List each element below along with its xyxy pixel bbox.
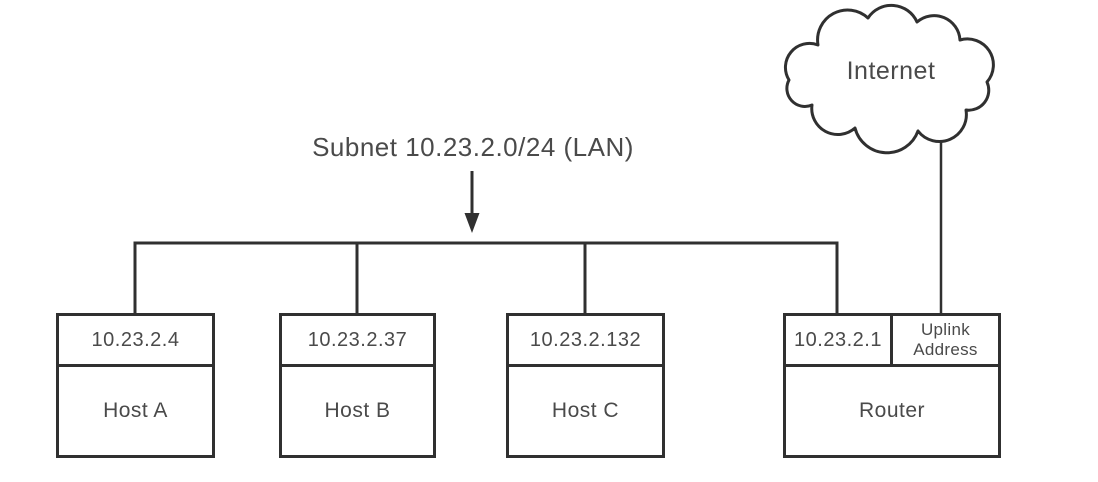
router-label: Router — [858, 399, 926, 422]
host-c-box: 10.23.2.132 Host C — [506, 313, 665, 458]
host-a-ip: 10.23.2.4 — [59, 316, 212, 367]
host-a-box: 10.23.2.4 Host A — [56, 313, 215, 458]
subnet-label: Subnet 10.23.2.0/24 (LAN) — [312, 132, 634, 162]
host-a-label: Host A — [103, 399, 168, 422]
router-box: 10.23.2.1 Uplink Address Router — [783, 313, 1001, 458]
router-ip: 10.23.2.1 — [786, 316, 893, 367]
subnet-arrowhead-icon — [464, 213, 480, 233]
host-c-label: Host C — [551, 399, 620, 422]
router-uplink-address: Uplink Address — [893, 316, 998, 367]
uplink-label-line1: Uplink — [920, 320, 971, 339]
internet-label: Internet — [846, 57, 936, 85]
host-c-ip: 10.23.2.132 — [509, 316, 662, 367]
host-b-box: 10.23.2.37 Host B — [279, 313, 436, 458]
router-top-row: 10.23.2.1 Uplink Address — [786, 316, 998, 367]
host-b-label: Host B — [324, 399, 391, 422]
internet-cloud-icon — [783, 3, 995, 155]
host-b-ip: 10.23.2.37 — [282, 316, 433, 367]
uplink-label-line2: Address — [913, 340, 978, 359]
